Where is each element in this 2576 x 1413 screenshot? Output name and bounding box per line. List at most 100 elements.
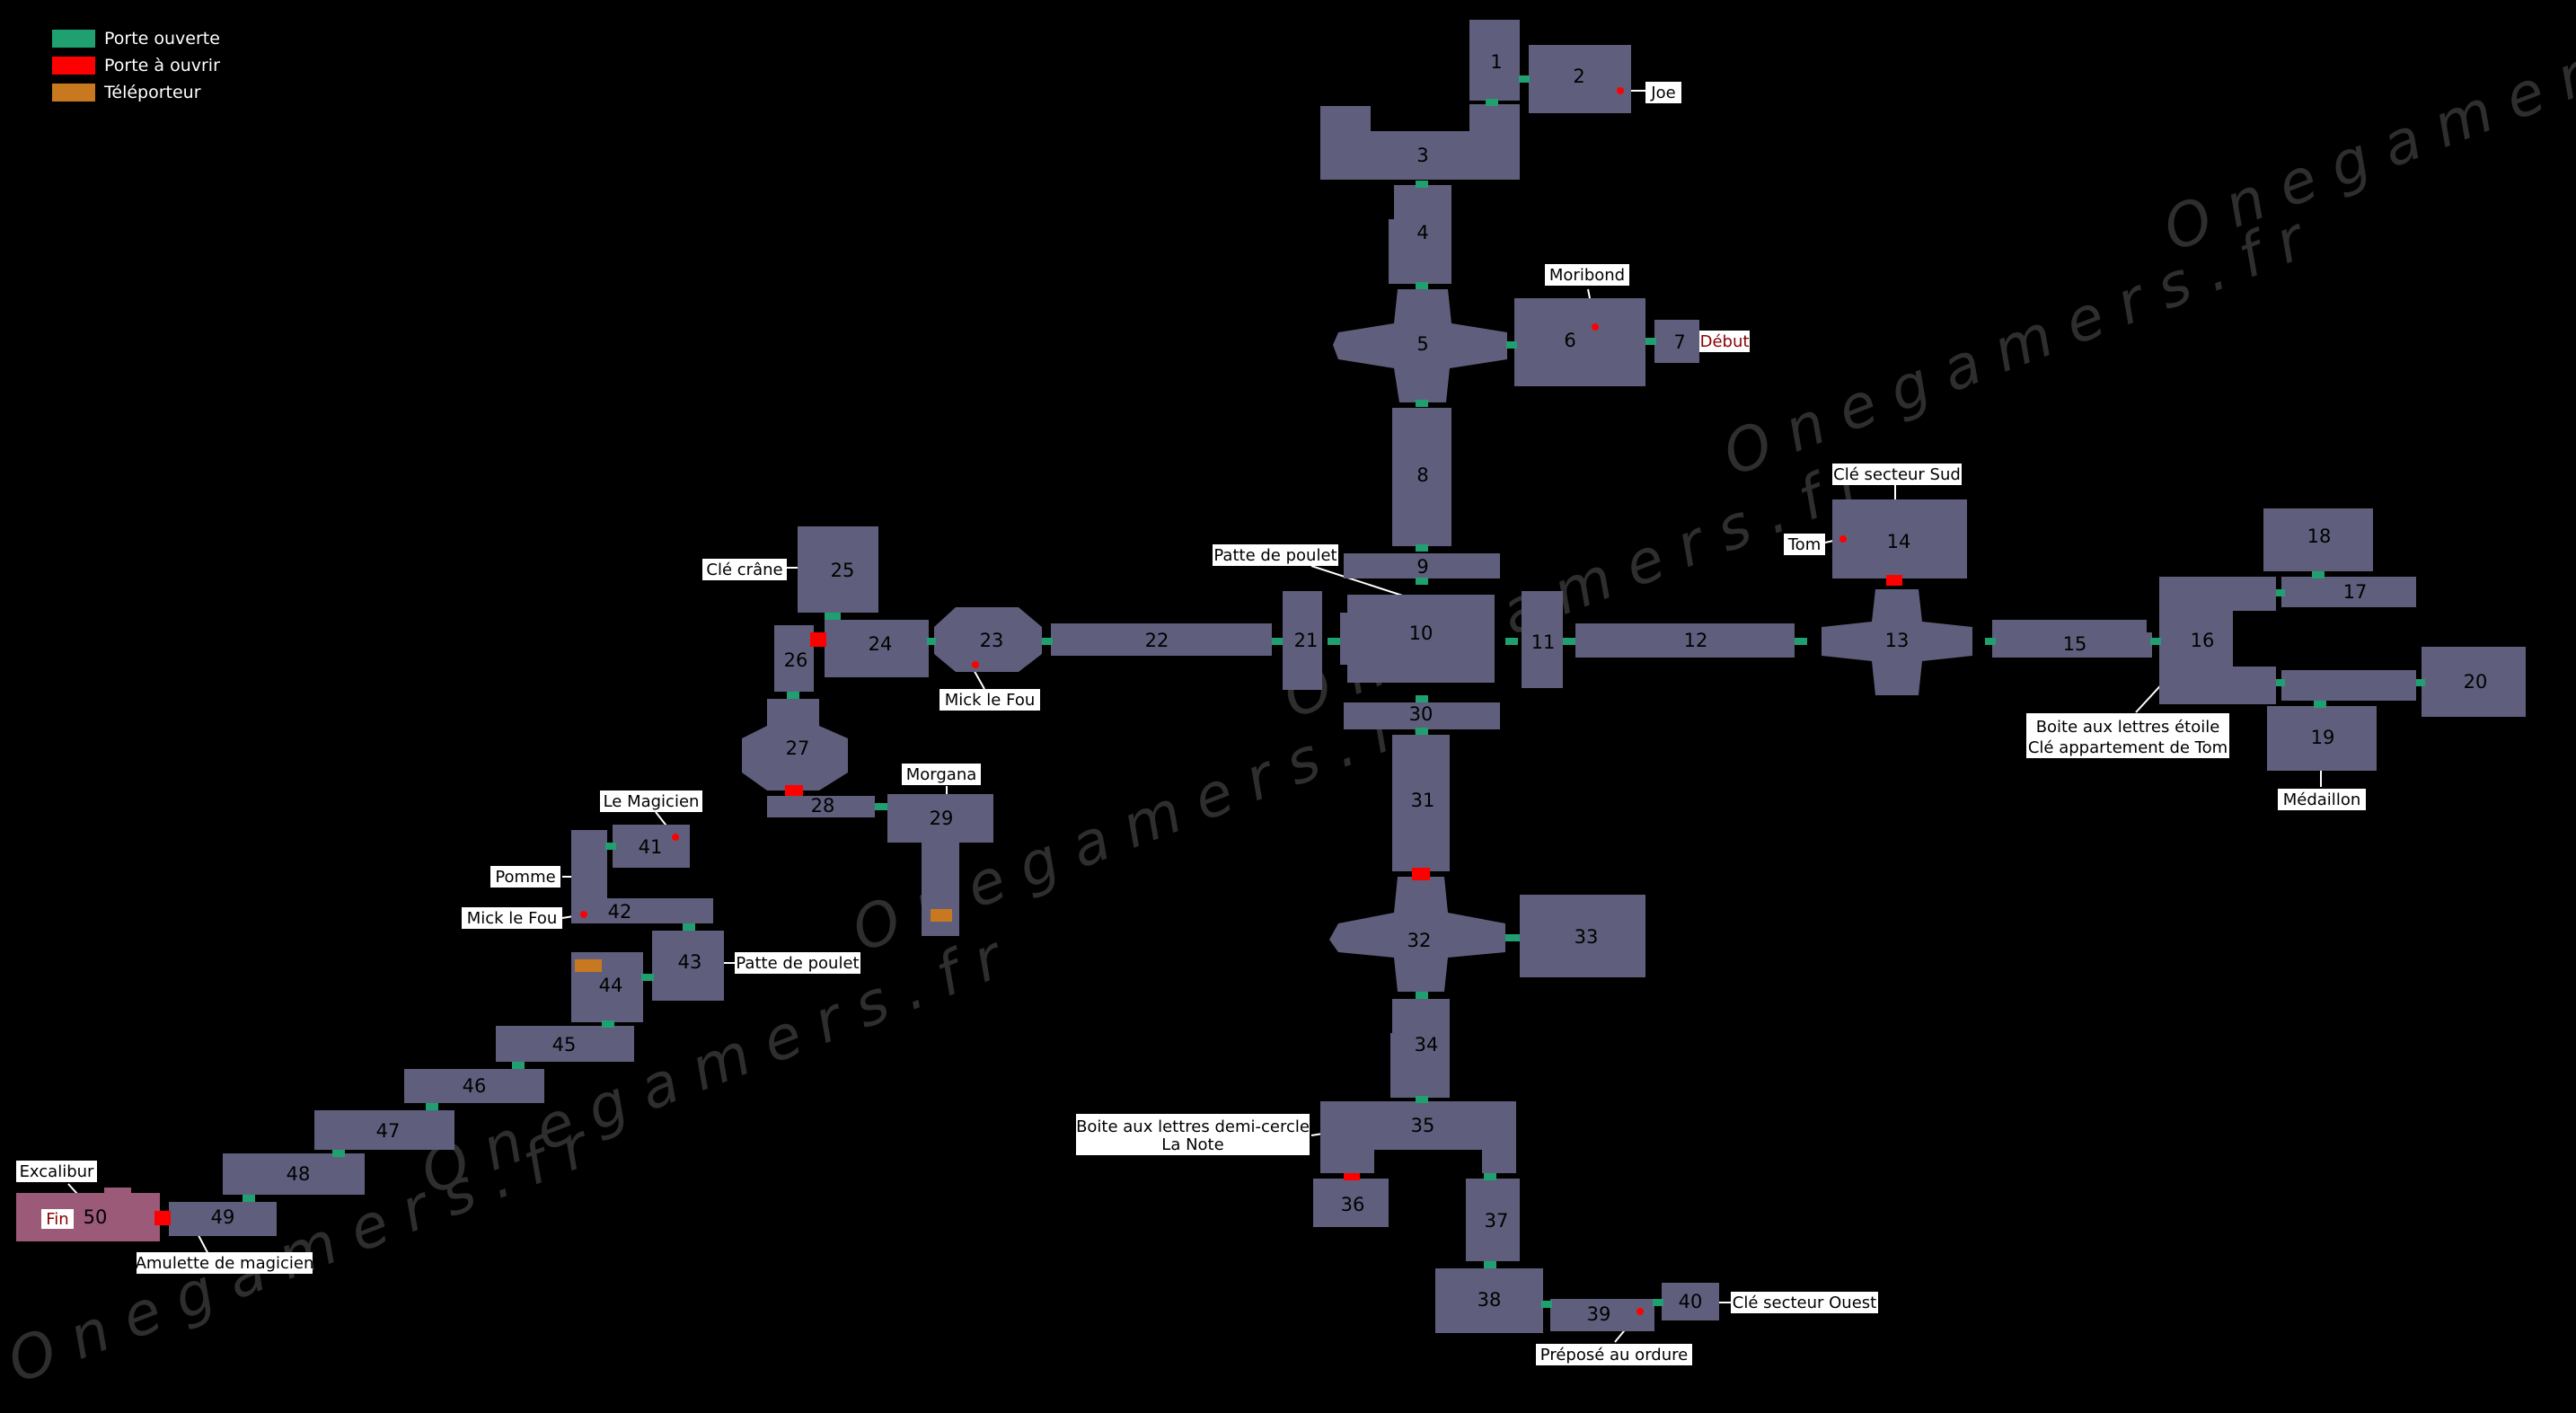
- open-door-icon: [1506, 341, 1517, 349]
- room-number: 34: [1415, 1034, 1439, 1055]
- watermark-text: O n e g a m e r s . f r: [2154, 0, 2576, 265]
- legend-open-door: Porte ouverte: [52, 25, 220, 52]
- open-door-icon: [1795, 638, 1807, 645]
- room-38-shape: [1435, 1268, 1543, 1333]
- room-number: 31: [1411, 790, 1435, 811]
- room-number: 44: [599, 975, 623, 996]
- open-doors: [243, 75, 2425, 1308]
- room-14-shape: [1832, 499, 1967, 578]
- room-1-shape: [1469, 20, 1520, 101]
- locked-door-swatch-icon: [52, 57, 95, 75]
- open-door-icon: [1416, 544, 1428, 552]
- npc-marker-icon: [972, 661, 979, 668]
- open-door-icon: [1328, 638, 1340, 645]
- room-number: 17: [2343, 581, 2368, 603]
- label-patte-poulet-43: Patte de poulet: [735, 952, 860, 974]
- open-door-icon: [825, 613, 841, 620]
- room-number: 14: [1887, 531, 1911, 552]
- label-excalibur: Excalibur: [16, 1161, 97, 1182]
- open-door-icon: [243, 1195, 255, 1202]
- label-prepose-ordure-text: Préposé au ordure: [1540, 1346, 1688, 1364]
- open-door-icon: [2312, 571, 2325, 578]
- open-door-icon: [1416, 695, 1428, 702]
- label-cle-secteur-ouest-text: Clé secteur Ouest: [1733, 1294, 1876, 1312]
- room-28-shape: [767, 796, 875, 817]
- legend-open-door-label: Porte ouverte: [104, 29, 220, 49]
- label-le-magicien: Le Magicien: [600, 790, 702, 812]
- label-cle-appart-tom-text: Clé appartement de Tom: [2028, 738, 2228, 757]
- label-boite-demi-cercle-text: Boite aux lettres demi-cercle: [1076, 1117, 1310, 1136]
- room-number: 19: [2311, 727, 2335, 748]
- label-patte-poulet-10-text: Patte de poulet: [1213, 546, 1337, 565]
- label-cle-secteur-sud: Clé secteur Sud: [1832, 464, 1962, 485]
- legend-locked-door: Porte à ouvrir: [52, 52, 220, 79]
- room-number: 40: [1679, 1291, 1703, 1312]
- open-door-icon: [1645, 338, 1656, 345]
- watermark-text: O n e g a m e r s . f r: [1274, 446, 1876, 732]
- legend-locked-door-label: Porte à ouvrir: [104, 56, 220, 75]
- room-number: 21: [1294, 630, 1319, 651]
- room-6-shape: [1514, 298, 1645, 386]
- room-number: 13: [1885, 630, 1910, 651]
- label-la-note-text: La Note: [1161, 1135, 1223, 1154]
- room-number: 42: [608, 901, 632, 923]
- room-19-shape: [2267, 706, 2377, 771]
- room-number: 4: [1416, 222, 1428, 243]
- label-fin: Fin: [41, 1209, 74, 1229]
- room-48-shape: [223, 1153, 365, 1195]
- room-22-shape: [1051, 623, 1272, 656]
- room-16-shape: [2159, 577, 2276, 704]
- room-43-shape: [652, 931, 724, 1001]
- label-morgana-text: Morgana: [906, 765, 977, 784]
- room-25-shape: [798, 526, 878, 613]
- npc-marker-icon: [580, 911, 587, 918]
- room-24-shape: [825, 620, 929, 677]
- room-number: 18: [2307, 525, 2332, 547]
- open-door-icon: [2276, 679, 2285, 686]
- open-door-icon: [605, 843, 616, 850]
- room-9-shape: [1344, 553, 1500, 578]
- open-door-icon: [1505, 934, 1520, 941]
- open-door-icon: [1416, 728, 1428, 735]
- npc-marker-icon: [1592, 323, 1599, 331]
- room-number: 46: [463, 1075, 487, 1097]
- room-number: 36: [1341, 1194, 1365, 1215]
- open-door-icon: [1484, 1173, 1496, 1180]
- room-21-shape: [1283, 591, 1322, 690]
- label-amulette: Amulette de magicien: [136, 1252, 313, 1274]
- room-31-shape: [1392, 735, 1450, 871]
- locked-doors: [154, 87, 1902, 1315]
- room-number: 22: [1145, 630, 1169, 651]
- room-number: 3: [1416, 145, 1428, 166]
- label-le-magicien-text: Le Magicien: [604, 792, 700, 811]
- room-20-shape: [2422, 647, 2526, 717]
- label-fin-text: Fin: [46, 1210, 68, 1229]
- room-17-shape: [2281, 577, 2416, 607]
- teleporters: [575, 909, 952, 972]
- open-door-icon: [2150, 638, 2161, 645]
- label-boite-demi-cercle: Boite aux lettres demi-cercle La Note: [1076, 1114, 1310, 1155]
- room-29-shape: [887, 794, 993, 936]
- map-legend: Porte ouverte Porte à ouvrir Téléporteur: [52, 25, 220, 106]
- legend-teleporter: Téléporteur: [52, 79, 220, 106]
- room-15-shape: [1992, 620, 2152, 658]
- open-door-icon: [1416, 400, 1428, 407]
- room-36-shape: [1313, 1179, 1389, 1227]
- room-47-shape: [314, 1110, 454, 1150]
- room-number: 50: [84, 1206, 108, 1228]
- room-10-shape: [1340, 595, 1495, 683]
- room-number: 15: [2063, 633, 2087, 655]
- label-pomme-text: Pomme: [495, 868, 555, 887]
- room-41-shape: [613, 825, 690, 868]
- open-door-icon: [1505, 638, 1518, 645]
- npc-marker-icon: [672, 834, 679, 841]
- room-number: 9: [1416, 556, 1428, 578]
- label-pomme: Pomme: [490, 866, 560, 888]
- open-door-icon: [602, 1020, 614, 1028]
- room-42-shape: [571, 830, 713, 923]
- room-23-shape: [934, 607, 1042, 672]
- open-door-icon: [1416, 181, 1428, 188]
- legend-teleporter-label: Téléporteur: [104, 83, 201, 102]
- label-mick-fou-42: Mick le Fou: [462, 907, 562, 929]
- open-door-icon: [641, 974, 654, 981]
